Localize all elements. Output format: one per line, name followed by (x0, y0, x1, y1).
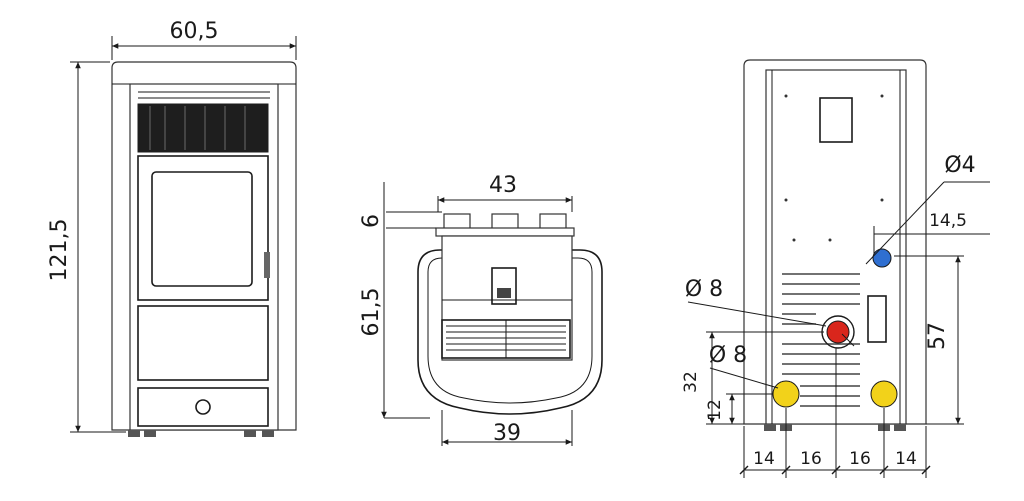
diam-inlet-label: Ø 8 (709, 343, 747, 368)
front-drawer (137, 387, 269, 427)
offset-right-label: 14,5 (929, 211, 967, 231)
top-rear-plate (435, 227, 575, 237)
rear-power-socket (867, 295, 887, 343)
diam-flue-label: Ø 8 (685, 277, 723, 302)
front-view: 60,5 121,5 (47, 19, 297, 437)
drawer-knob (195, 399, 211, 415)
foot (128, 430, 140, 437)
bottom-dim-1: 14 (753, 449, 775, 469)
front-door-glass (151, 171, 253, 287)
air-inlet-right-icon (870, 380, 898, 408)
rear-view: Ø4 14,5 57 Ø 8 Ø 8 32 12 14 16 (681, 59, 990, 478)
dim-tick (831, 465, 841, 475)
front-lower-panel (137, 305, 269, 381)
top-offset-label: 6 (359, 214, 384, 228)
height-12-label: 12 (705, 399, 725, 421)
air-inlet-left-icon (772, 380, 800, 408)
control-unit (491, 267, 517, 305)
top-bottom-width-label: 39 (493, 421, 521, 446)
front-grille (137, 103, 269, 153)
diam-small-label: Ø4 (944, 153, 975, 178)
dim-tick (739, 465, 749, 475)
top-depth-label: 61,5 (359, 288, 384, 337)
rear-label-plate (819, 97, 853, 143)
door-handle (264, 252, 270, 278)
flue-outlet-icon (826, 320, 850, 344)
height-32-label: 32 (681, 371, 701, 393)
front-width-label: 60,5 (170, 19, 219, 44)
bottom-dim-4: 14 (895, 449, 917, 469)
top-view: 43 6 61,5 39 (359, 173, 603, 446)
front-door (137, 155, 269, 301)
dim-tick (921, 465, 931, 475)
top-body-outline (417, 249, 603, 415)
height-flue-label: 57 (925, 322, 950, 350)
front-height-label: 121,5 (47, 219, 72, 282)
bottom-dim-3: 16 (849, 449, 871, 469)
dim-tick (879, 465, 889, 475)
top-width-label: 43 (489, 173, 517, 198)
small-connector-icon (872, 248, 892, 268)
dim-tick (781, 465, 791, 475)
bottom-dim-2: 16 (800, 449, 822, 469)
